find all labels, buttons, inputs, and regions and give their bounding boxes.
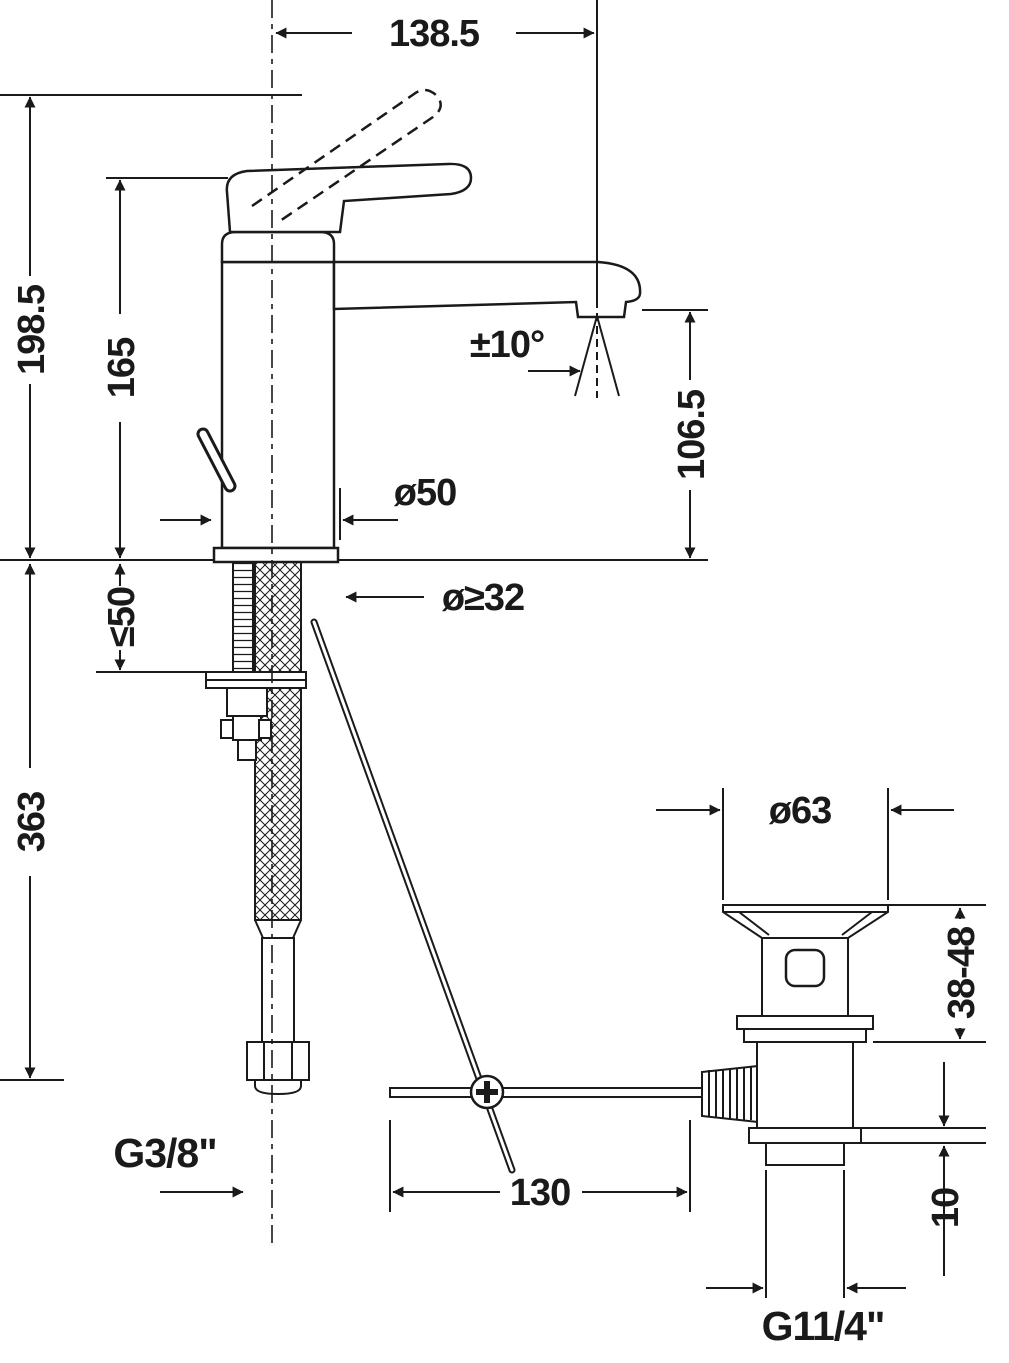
hose-transition <box>254 919 302 939</box>
dim-outlet-height-label: 106.5 <box>671 389 713 480</box>
drain-tailpiece <box>765 1142 845 1166</box>
cartridge-cap <box>220 230 336 264</box>
hose-nut <box>246 1041 310 1081</box>
dim-deck-thickness-label: ≤50 <box>101 587 143 647</box>
braided-hose <box>254 561 302 921</box>
drain-flange-band-upper <box>736 1015 874 1030</box>
drain-assembly <box>722 904 889 1166</box>
dim-rod-length-label: 130 <box>510 1172 570 1214</box>
smooth-hose <box>261 937 295 1043</box>
dim-handle-height-label: 165 <box>101 337 143 398</box>
dim-supply-thread-label: G3/8" <box>113 1130 216 1176</box>
drain-washer <box>748 1127 862 1144</box>
dim-spout-reach-label: 138.5 <box>389 13 480 55</box>
faucet-body <box>196 88 642 564</box>
threaded-shank <box>232 561 254 673</box>
mounting-nut <box>226 687 268 717</box>
faucet-column <box>220 260 336 550</box>
horizontal-rod <box>389 1087 705 1098</box>
dimension-annotations: 138.5 198.5 165 ±10° 106.5 ø50 ø≥32 ≤50 <box>0 0 986 1349</box>
dim-drain-diameter-label: ø63 <box>769 790 831 832</box>
hose-nut-cap <box>254 1079 302 1096</box>
pop-up-rod-linkage <box>310 618 759 1174</box>
dim-drain-range-label: 38-48 <box>941 927 983 1019</box>
faucet-spout <box>332 260 642 319</box>
drain-flange <box>722 904 889 939</box>
base-flange <box>212 546 340 564</box>
water-stream <box>574 300 620 398</box>
dim-body-diameter-label: ø50 <box>394 472 456 514</box>
drain-flange-band-lower <box>743 1028 867 1043</box>
dim-washer-height-label: 10 <box>925 1188 967 1228</box>
dim-below-deck-label: 363 <box>11 792 53 852</box>
drain-lower-body <box>756 1041 854 1129</box>
supply-hose-and-mounting <box>205 561 310 1096</box>
dim-stream-angle-label: ±10° <box>470 324 544 366</box>
dim-hole-diameter-label: ø≥32 <box>442 577 524 619</box>
dim-drain-thread-label: G11/4" <box>762 1303 885 1349</box>
drain-slot <box>784 948 826 988</box>
dim-total-height-label: 198.5 <box>11 284 53 375</box>
